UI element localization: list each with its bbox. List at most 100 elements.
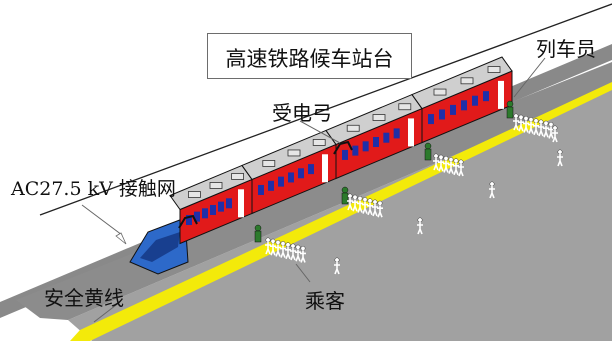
train bbox=[129, 56, 513, 275]
passenger-body bbox=[548, 126, 554, 139]
passenger-body bbox=[528, 121, 534, 134]
roof-vent bbox=[312, 139, 326, 146]
passenger-figure bbox=[377, 200, 383, 206]
passenger-body bbox=[300, 250, 306, 263]
roof-vent bbox=[231, 173, 245, 180]
passenger-figure bbox=[334, 257, 340, 263]
passenger-body bbox=[347, 198, 353, 211]
conductor-figure bbox=[424, 142, 432, 150]
label-catenary: AC27.5 kV 接触网 bbox=[11, 178, 176, 200]
passenger-figure bbox=[352, 194, 358, 200]
passenger-figure bbox=[285, 242, 291, 248]
passenger-figure bbox=[417, 217, 423, 223]
car-window bbox=[194, 211, 200, 222]
car-window bbox=[383, 132, 390, 143]
safety-line bbox=[70, 82, 612, 341]
passenger-body bbox=[367, 202, 373, 216]
passenger-body bbox=[538, 124, 544, 137]
car-window bbox=[393, 128, 400, 139]
passenger-body bbox=[417, 222, 423, 235]
car-window bbox=[428, 114, 434, 125]
car-window bbox=[461, 100, 467, 111]
car-window bbox=[362, 141, 369, 152]
passenger-figure bbox=[448, 157, 454, 163]
passenger-body bbox=[523, 120, 529, 133]
label-passengers: 乘客 bbox=[305, 289, 345, 313]
passenger-body bbox=[453, 162, 459, 176]
roof-vent bbox=[209, 182, 223, 189]
car-window bbox=[258, 184, 264, 195]
label-safety-line: 安全黄线 bbox=[44, 286, 124, 310]
car-door bbox=[238, 189, 244, 218]
passenger-body bbox=[443, 160, 449, 173]
passenger-body bbox=[458, 164, 464, 177]
passenger-body bbox=[285, 246, 291, 260]
car-window bbox=[226, 198, 232, 209]
passenger-body bbox=[357, 200, 363, 213]
roof-vent bbox=[187, 191, 201, 198]
car-door bbox=[322, 154, 328, 183]
title-box: 高速铁路候车站台 bbox=[207, 33, 412, 79]
roof-vent bbox=[487, 66, 501, 73]
leader-safety-line bbox=[93, 301, 121, 323]
roof-vent bbox=[262, 160, 276, 167]
title: 高速铁路候车站台 bbox=[225, 47, 394, 71]
conductor-figure bbox=[506, 100, 514, 108]
car-window bbox=[202, 208, 208, 219]
passenger-body bbox=[533, 122, 539, 136]
passenger-body bbox=[290, 248, 296, 261]
passenger-figure bbox=[295, 244, 301, 250]
leader-catenary bbox=[81, 204, 123, 236]
conductor-body bbox=[254, 230, 262, 243]
passenger-body bbox=[377, 205, 383, 218]
passenger-figure bbox=[518, 114, 524, 120]
conductor-figure bbox=[341, 186, 349, 194]
passenger-figure bbox=[357, 195, 363, 201]
passenger-figure bbox=[290, 243, 296, 249]
passenger-figure bbox=[362, 197, 368, 203]
train-windshield bbox=[140, 232, 180, 262]
label-pantograph: 受电弓 bbox=[272, 101, 332, 125]
car-window bbox=[218, 201, 224, 212]
leader-passengers bbox=[295, 263, 311, 283]
passenger-figure bbox=[489, 181, 495, 187]
conductor-body bbox=[506, 106, 514, 119]
passenger-body bbox=[372, 204, 378, 217]
passenger-body bbox=[552, 130, 558, 143]
car-window bbox=[352, 145, 359, 156]
passenger-figure bbox=[557, 149, 563, 155]
passenger-figure bbox=[548, 121, 554, 127]
passenger-figure bbox=[538, 119, 544, 125]
roof-vent bbox=[398, 103, 412, 111]
passenger-figure bbox=[513, 113, 519, 119]
passenger-body bbox=[438, 159, 444, 172]
car-door bbox=[408, 118, 414, 147]
leader-conductor bbox=[513, 57, 546, 98]
passenger-body bbox=[513, 118, 519, 131]
passenger-figure bbox=[438, 154, 444, 160]
passenger-figure bbox=[280, 241, 286, 247]
arrow-catenary bbox=[115, 232, 127, 245]
passenger-body bbox=[352, 199, 358, 212]
passenger-figure bbox=[270, 238, 276, 244]
car-window bbox=[278, 176, 284, 187]
car-window bbox=[308, 164, 314, 175]
car-window bbox=[373, 137, 379, 148]
passenger-figure bbox=[443, 155, 449, 161]
passenger-figure bbox=[533, 118, 539, 124]
pantograph-icon bbox=[333, 140, 353, 155]
passenger-figure bbox=[265, 237, 271, 243]
leader-pantograph bbox=[299, 120, 341, 144]
passenger-figure bbox=[458, 159, 464, 165]
passenger-figure bbox=[552, 125, 558, 131]
roof-vent bbox=[433, 88, 447, 96]
passenger-body bbox=[275, 244, 281, 257]
passenger-body bbox=[448, 161, 454, 174]
passenger-body bbox=[334, 262, 340, 275]
passenger-body bbox=[265, 242, 271, 255]
car-window bbox=[439, 109, 445, 120]
car-window bbox=[288, 172, 294, 183]
car-window bbox=[298, 168, 304, 179]
